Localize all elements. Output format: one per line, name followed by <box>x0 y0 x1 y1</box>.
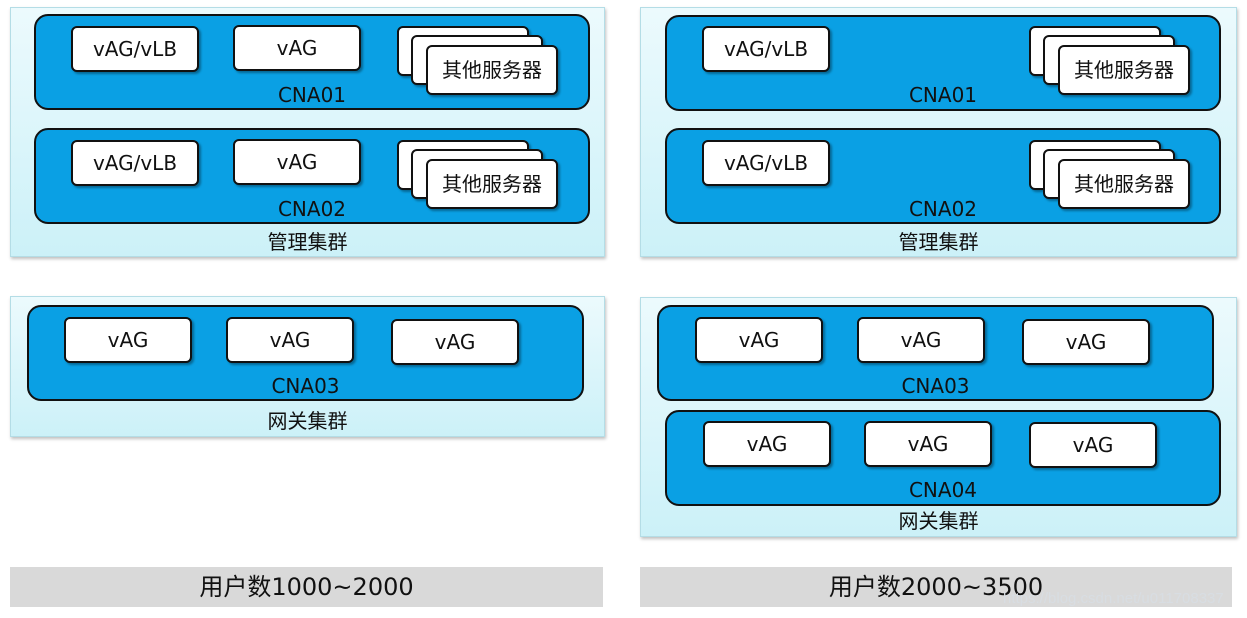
left-cna01-other-servers-stack: 其他服务器 <box>397 26 558 95</box>
left-cna02-label: CNA02 <box>277 197 347 221</box>
left-cna02-vag-box: vAG <box>233 139 361 185</box>
left-cna03-label: CNA03 <box>271 374 340 398</box>
right-cna03-vag-box-1: vAG <box>695 317 823 363</box>
right-cna04-vag-box-3: vAG <box>1029 422 1157 468</box>
right-cna01-label: CNA01 <box>908 83 978 107</box>
right-cna04-vag-box-2: vAG <box>864 421 992 467</box>
right-management-cluster-label: 管理集群 <box>898 230 979 254</box>
left-cna01-other-servers-box: 其他服务器 <box>426 45 558 95</box>
left-cna03-vag-box-1: vAG <box>64 317 192 363</box>
right-cna03-vag-box-3: vAG <box>1022 319 1150 365</box>
watermark-url: https://blog.csdn.net/u011708337 <box>1003 590 1224 607</box>
right-cna03-vag-box-2: vAG <box>857 317 985 363</box>
left-management-cluster-label: 管理集群 <box>267 230 348 254</box>
right-cna02-label: CNA02 <box>908 197 978 221</box>
right-cna02-other-servers-box: 其他服务器 <box>1058 159 1190 209</box>
left-cna01-vag-vlb-box: vAG/vLB <box>71 26 199 72</box>
right-user-count-footer: 用户数2000~3500 <box>640 567 1232 607</box>
right-cna01-other-servers-box: 其他服务器 <box>1058 45 1190 95</box>
left-user-count-footer: 用户数1000~2000 <box>10 567 603 607</box>
left-cna02-other-servers-stack: 其他服务器 <box>397 140 558 209</box>
left-cna03-vag-box-3: vAG <box>391 319 519 365</box>
right-cna04-vag-box-1: vAG <box>703 421 831 467</box>
right-cna04-label: CNA04 <box>908 478 978 502</box>
left-gateway-cluster-label: 网关集群 <box>267 409 348 433</box>
left-cna02-vag-vlb-box: vAG/vLB <box>71 140 199 186</box>
right-cna03-label: CNA03 <box>901 374 970 398</box>
right-cna02-vag-vlb-box: vAG/vLB <box>702 140 830 186</box>
right-cna02-other-servers-stack: 其他服务器 <box>1029 140 1190 209</box>
left-cna02-other-servers-box: 其他服务器 <box>426 159 558 209</box>
right-cna01-vag-vlb-box: vAG/vLB <box>702 26 830 72</box>
right-cna01-other-servers-stack: 其他服务器 <box>1029 26 1190 95</box>
left-cna03-vag-box-2: vAG <box>226 317 354 363</box>
right-gateway-cluster-label: 网关集群 <box>898 509 979 533</box>
left-cna01-label: CNA01 <box>277 83 347 107</box>
left-cna01-vag-box: vAG <box>233 25 361 71</box>
